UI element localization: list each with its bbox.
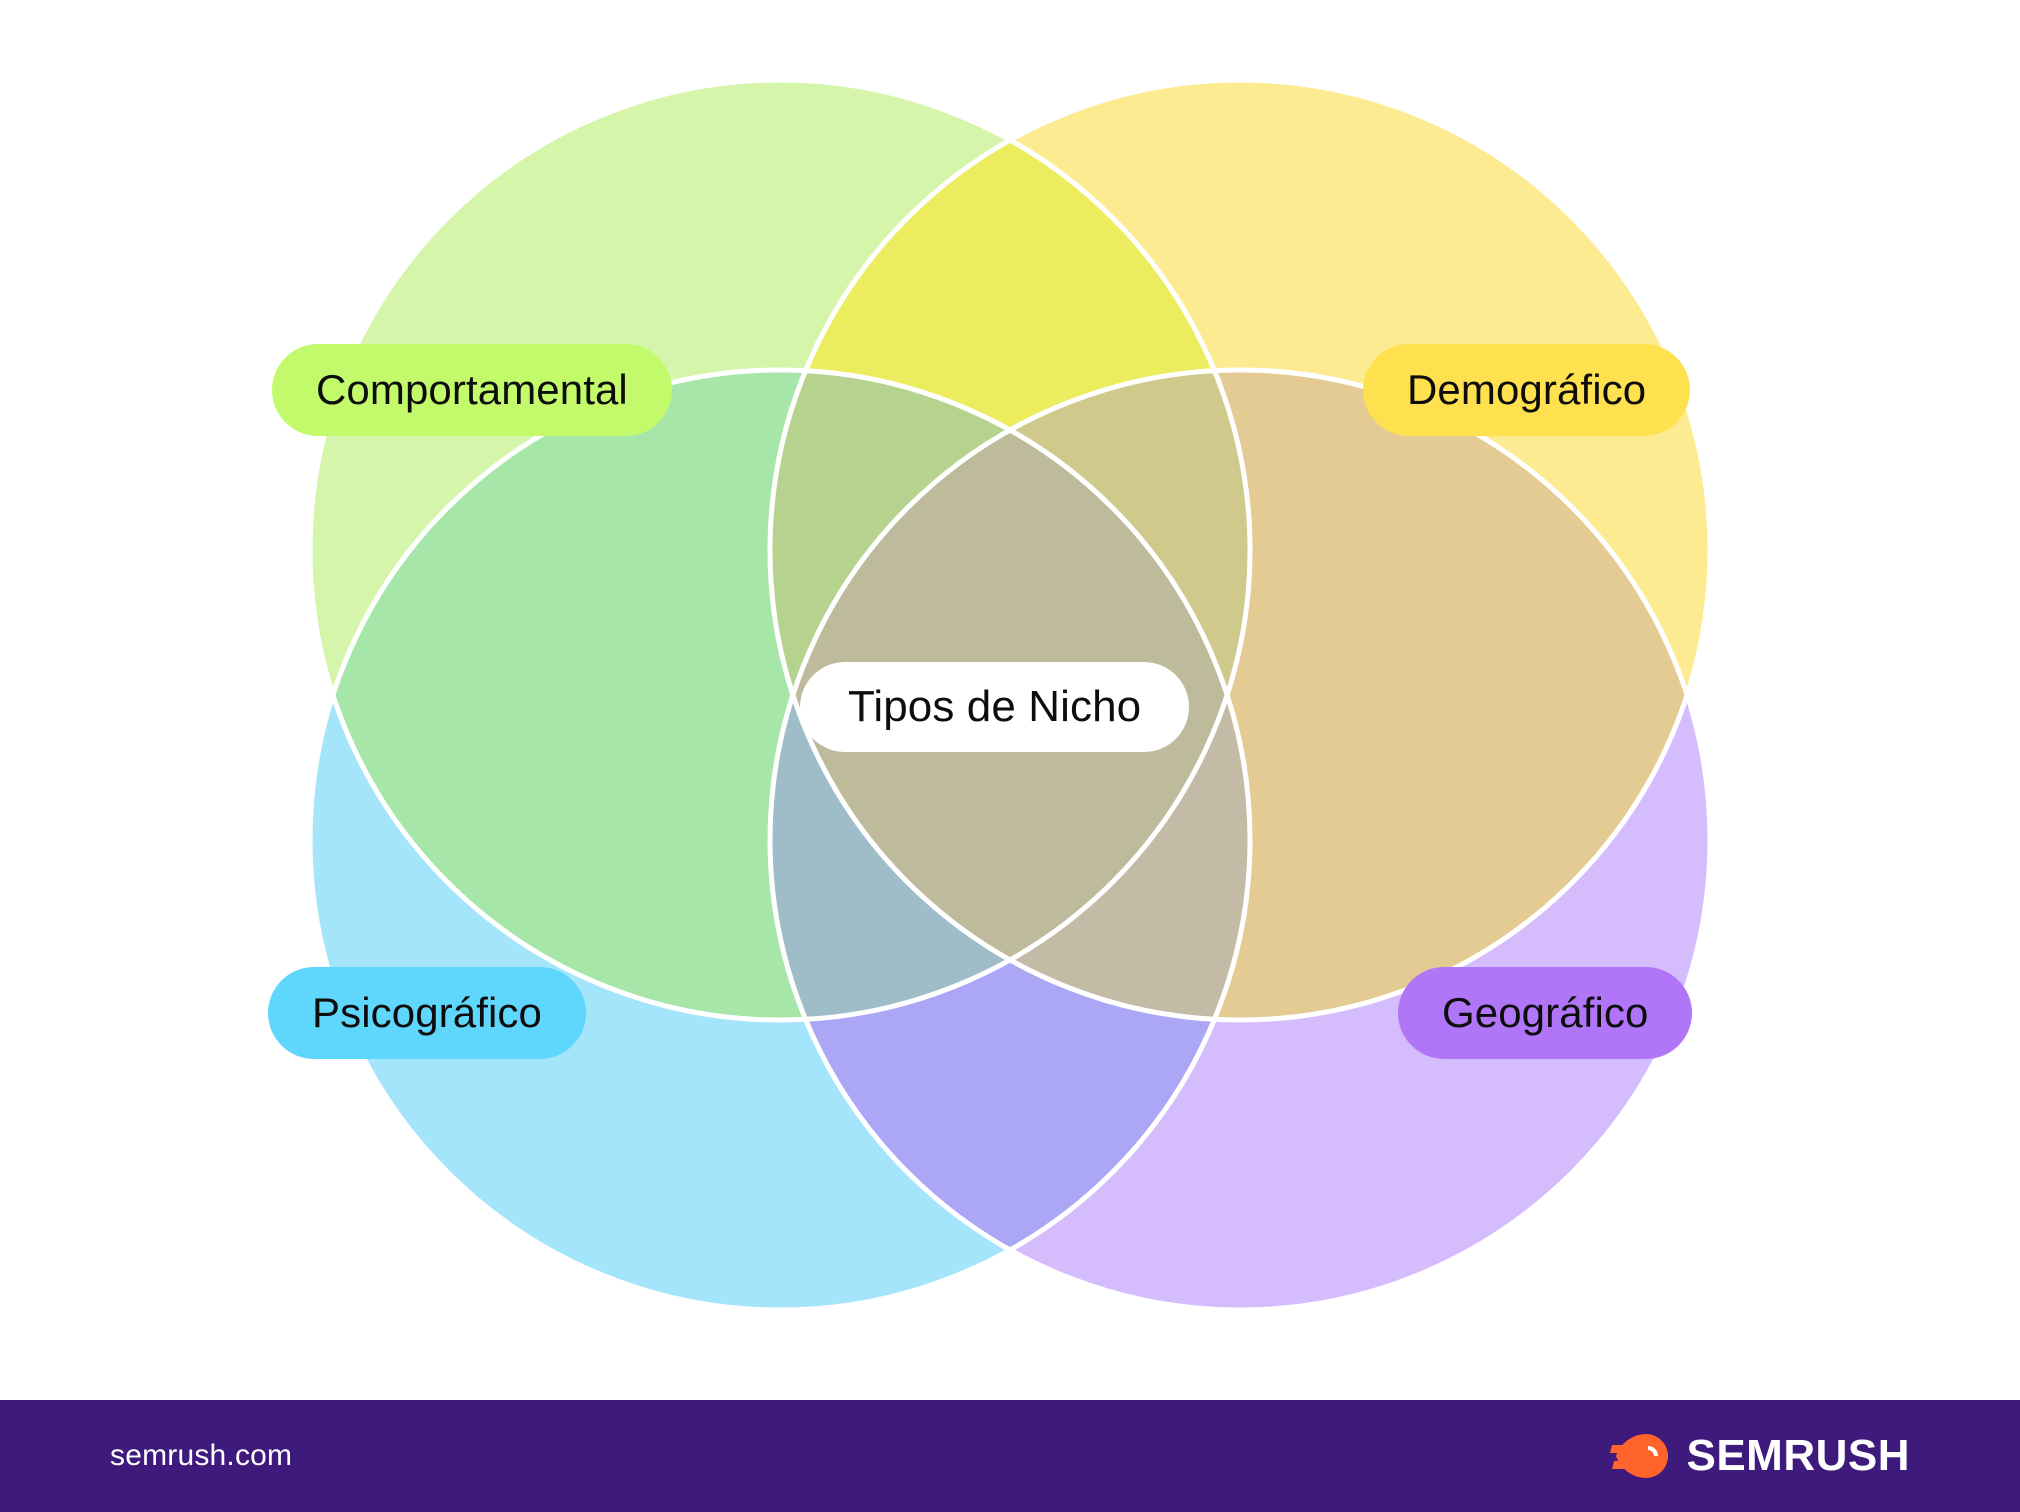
label-geografico: Geográfico	[1398, 967, 1693, 1059]
semrush-wordmark: SEMRUSH	[1686, 1431, 1910, 1480]
semrush-logo: SEMRUSH	[1610, 1428, 1910, 1484]
label-geografico-text: Geográfico	[1442, 989, 1649, 1036]
label-demografico: Demográfico	[1363, 344, 1691, 436]
label-demografico-text: Demográfico	[1407, 366, 1647, 413]
label-comportamental-text: Comportamental	[316, 366, 628, 413]
label-center-title-text: Tipos de Nicho	[848, 682, 1142, 731]
label-psicografico: Psicográfico	[268, 967, 586, 1059]
circle-outline-geografico	[767, 367, 1713, 1313]
footer-bar: semrush.com SEMRUSH	[0, 1400, 2020, 1512]
circle-outline-psicografico	[307, 367, 1253, 1313]
venn-diagram: Comportamental Demográfico Psicográfico …	[268, 77, 1713, 1313]
label-center-title: Tipos de Nicho	[800, 662, 1190, 752]
semrush-comet-icon	[1610, 1434, 1669, 1478]
circle-outline-comportamental	[307, 77, 1253, 1023]
label-psicografico-text: Psicográfico	[312, 989, 542, 1036]
circle-outline-demografico	[767, 77, 1713, 1023]
label-comportamental: Comportamental	[272, 344, 672, 436]
footer-url-text: semrush.com	[110, 1439, 293, 1472]
venn-circles-graphic	[307, 77, 1713, 1313]
